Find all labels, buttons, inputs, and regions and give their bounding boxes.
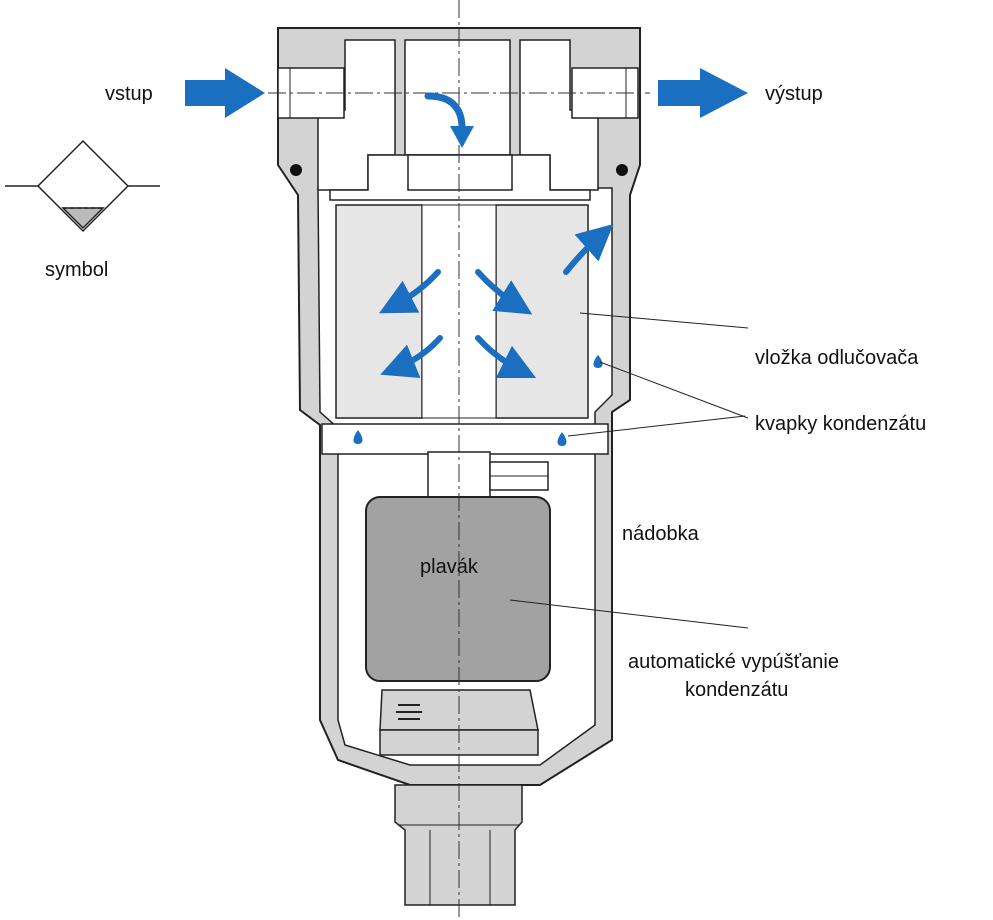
o-ring-left [290,164,302,176]
o-ring-right [616,164,628,176]
head-flow-arrow-icon [424,92,466,132]
float-label: plavák [420,556,479,578]
water-drop-icon [593,355,603,368]
insert-flow-arrows [379,224,614,379]
condensate-drops [353,355,603,446]
auto-drain-label-line1: automatické vypúšťanie [628,651,839,673]
filter-symbol-icon [5,139,160,233]
water-drop-icon [353,430,363,444]
separator-insert-left [335,204,423,419]
symbol-label: symbol [45,259,108,281]
deflector-center [407,154,513,191]
separator-insert-label: vložka odlučovača [755,347,919,369]
leader-lines [509,312,749,629]
float [365,496,551,682]
auto-drain-label-line2: kondenzátu [685,679,788,701]
outlet-label: výstup [765,83,823,105]
outlet-flow-arrow-icon [658,68,748,118]
drain-vent-lines [396,704,422,720]
bowl-label: nádobka [622,523,700,545]
condensate-drops-label: kvapky kondenzátu [755,413,926,435]
inlet-flow-arrow-icon [185,68,265,118]
water-drop-icon [557,432,567,446]
separator-insert-right [495,204,589,419]
inlet-label: vstup [105,83,153,105]
